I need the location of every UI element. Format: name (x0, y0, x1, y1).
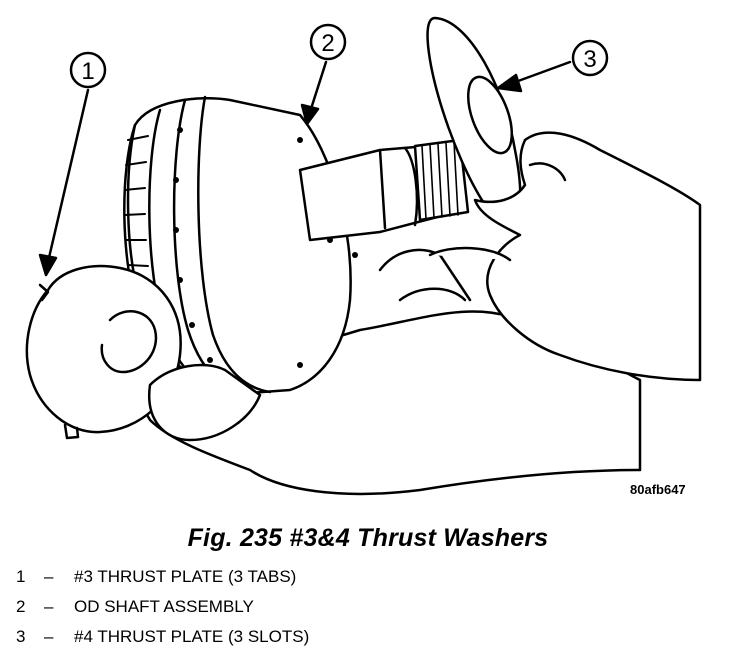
legend: 1 – #3 THRUST PLATE (3 TABS) 2 – OD SHAF… (16, 566, 309, 656)
legend-dash: – (44, 627, 54, 646)
legend-text: #4 THRUST PLATE (3 SLOTS) (74, 627, 310, 646)
svg-text:2: 2 (321, 30, 334, 57)
callout-1: 1 (38, 51, 107, 277)
svg-text:1: 1 (81, 58, 94, 85)
figure-reference-code: 80afb647 (630, 482, 686, 497)
lower-hand (143, 248, 642, 496)
technical-illustration: 1 2 3 (25, 16, 702, 496)
svg-text:3: 3 (583, 46, 596, 73)
legend-dash: – (44, 567, 54, 586)
thrust-washer-drawing: 1 2 3 (25, 16, 702, 496)
legend-item: 2 – OD SHAFT ASSEMBLY (16, 596, 309, 626)
legend-text: OD SHAFT ASSEMBLY (74, 597, 254, 616)
thrust-plate-4 (426, 16, 522, 227)
legend-text: #3 THRUST PLATE (3 TABS) (74, 567, 297, 586)
upper-hand (428, 131, 702, 382)
legend-number: 3 (16, 627, 26, 646)
legend-number: 2 (16, 597, 26, 616)
legend-item: 1 – #3 THRUST PLATE (3 TABS) (16, 566, 309, 596)
callout-3: 3 (496, 39, 609, 93)
legend-number: 1 (16, 567, 26, 586)
callout-2: 2 (300, 23, 347, 126)
figure-caption: Fig. 235 #3&4 Thrust Washers (187, 524, 549, 552)
legend-item: 3 – #4 THRUST PLATE (3 SLOTS) (16, 626, 309, 656)
thrust-plate-3 (25, 264, 262, 442)
legend-dash: – (44, 597, 54, 616)
